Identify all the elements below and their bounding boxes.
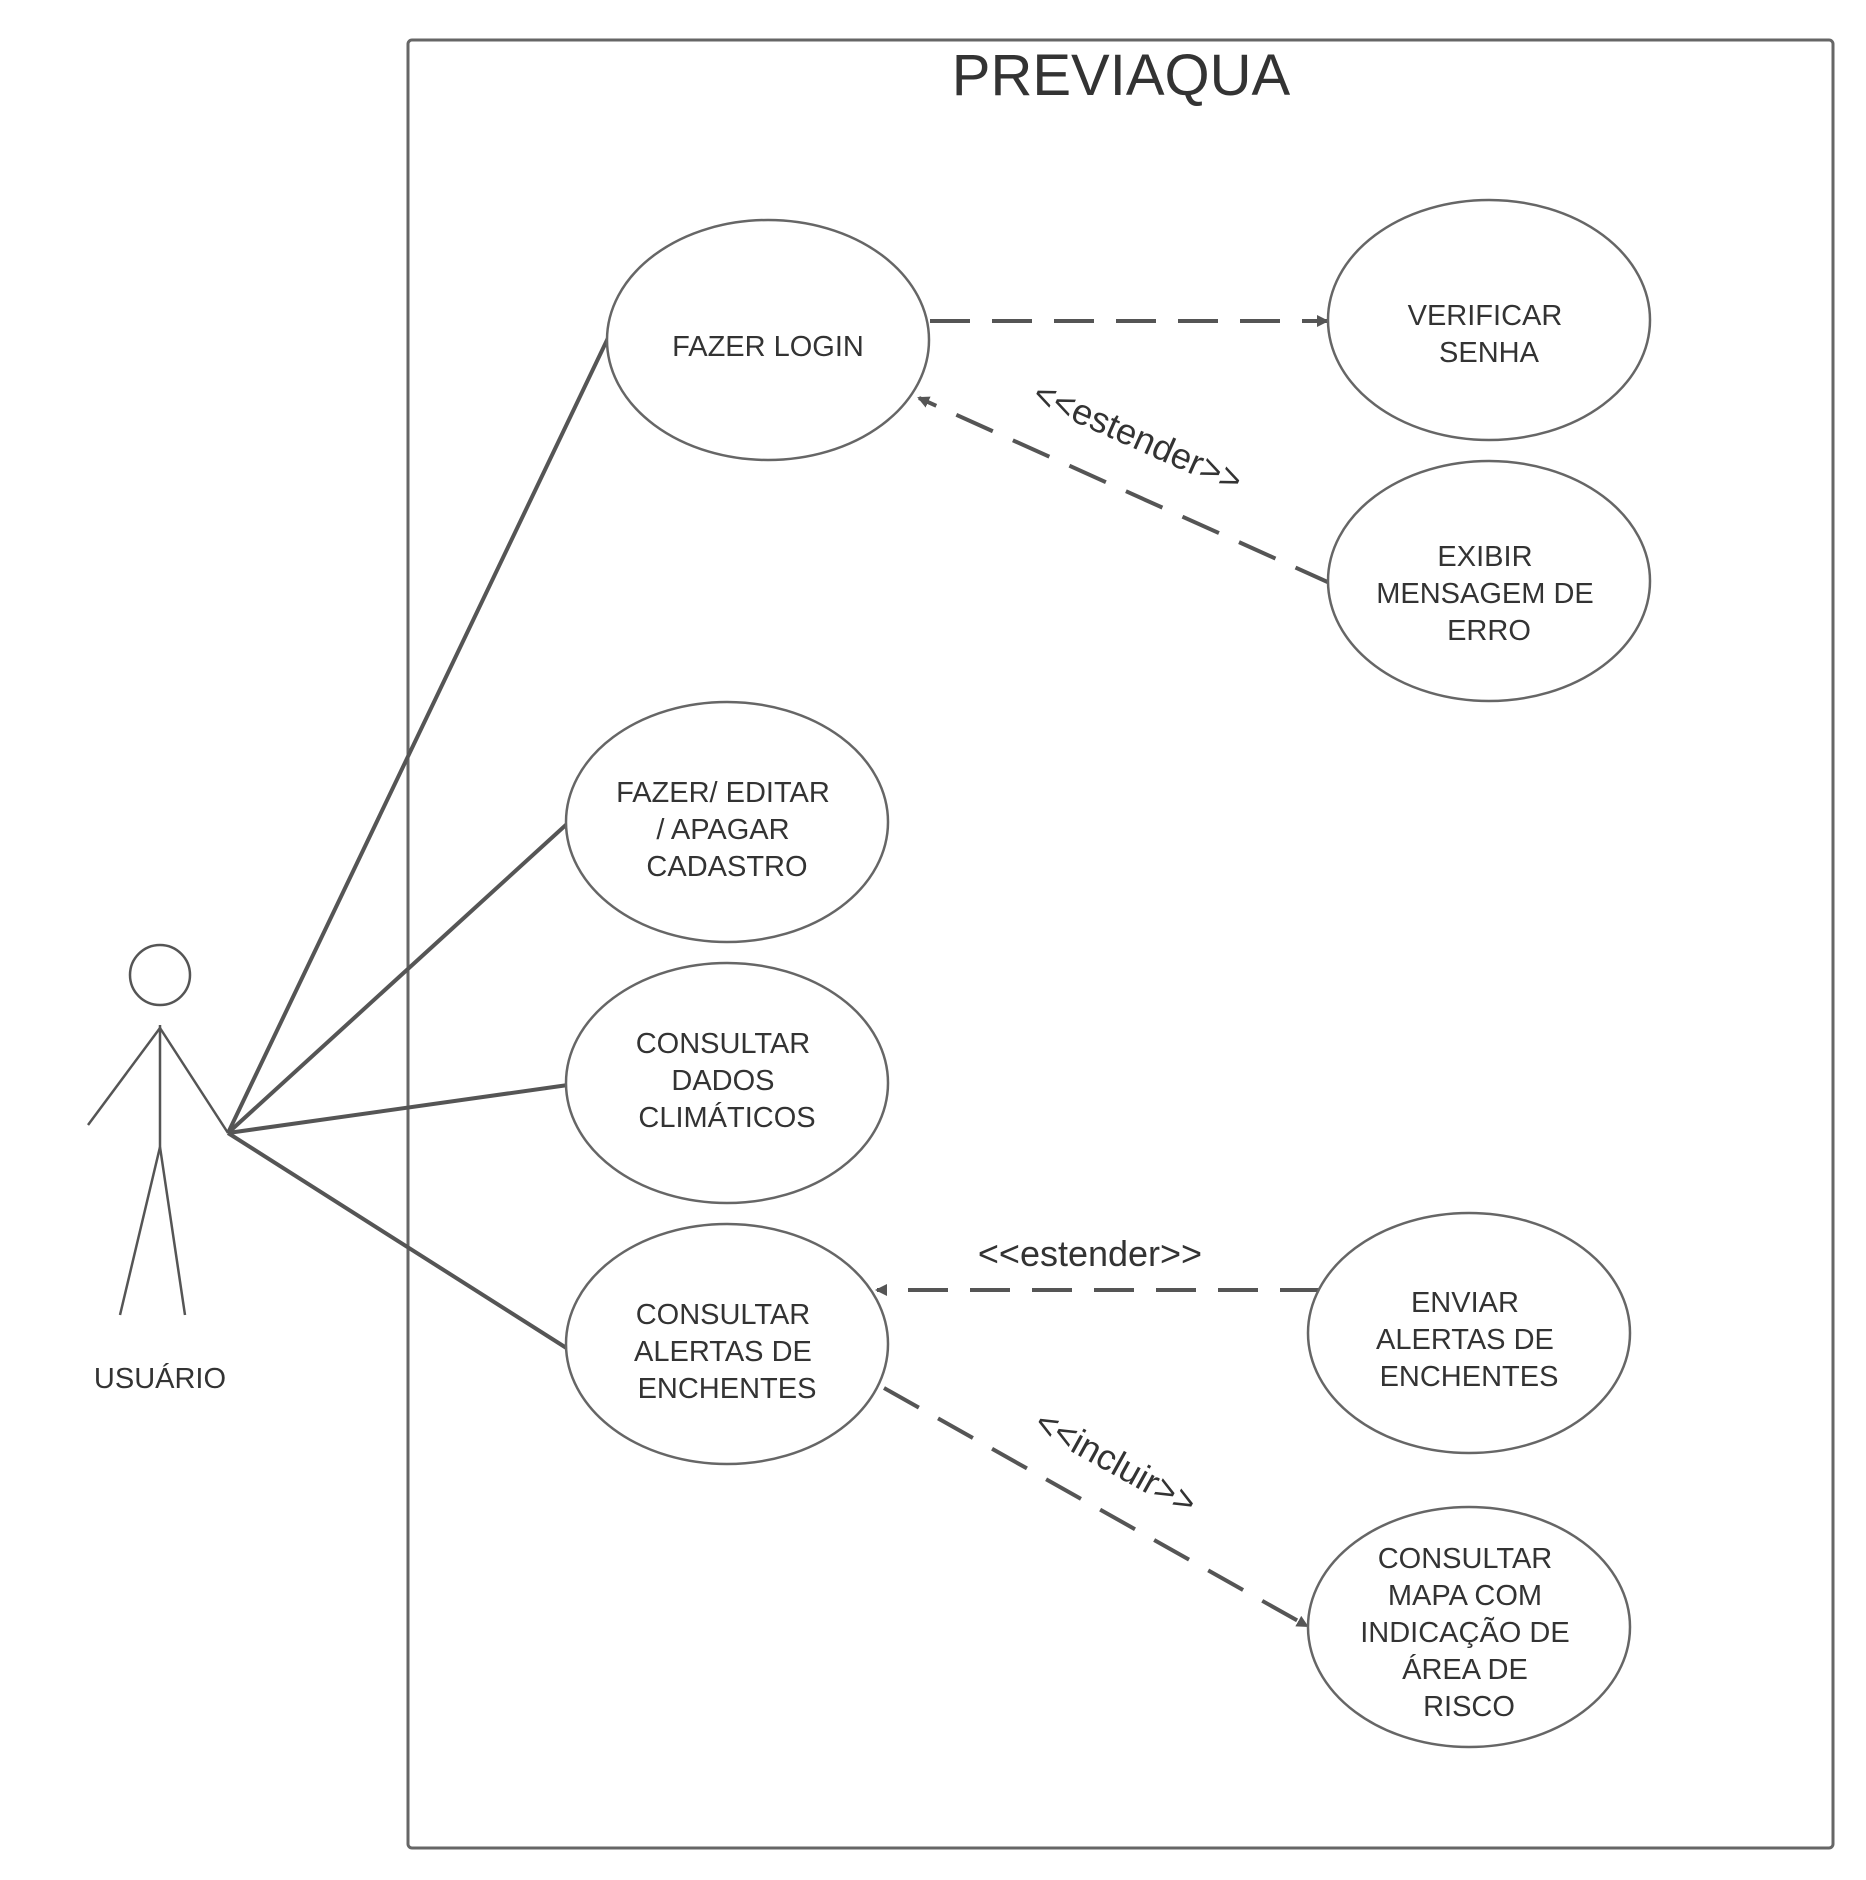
use-case-alertas-line: ENCHENTES (638, 1373, 817, 1405)
use-case-mapa-risco-line: INDICAÇÃO DE (1360, 1615, 1569, 1649)
use-case-verificar-senha-line: VERIFICAR (1408, 300, 1563, 332)
use-case-verificar-senha (1326, 198, 1652, 442)
use-case-enviar-alertas-line: ENCHENTES (1380, 1361, 1559, 1393)
actor-right-leg (158, 1146, 187, 1316)
use-case-cadastro-line: CADASTRO (646, 851, 807, 883)
relation-label-estender-erro: <<estender>> (1027, 372, 1248, 501)
use-case-mapa-risco-line: ÁREA DE (1402, 1653, 1528, 1686)
actor-usuario (86, 943, 230, 1316)
use-case-fazer-login-label: FAZER LOGIN (672, 331, 864, 363)
dependency-alertas-mapa (883, 1386, 1309, 1628)
dependency-erro-login (917, 396, 1333, 586)
system-title: PREVIAQUA (952, 43, 1291, 108)
use-case-mapa-risco-line: RISCO (1423, 1691, 1515, 1723)
use-case-fazer-login-line: FAZER LOGIN (672, 331, 864, 363)
relation-label-incluir: <<incluir>> (1028, 1401, 1204, 1523)
use-case-dados-climaticos (564, 961, 890, 1205)
use-case-cadastro-line: FAZER/ EDITAR (616, 777, 830, 809)
association-dados-climaticos (227, 1083, 569, 1135)
association-cadastro (226, 821, 570, 1135)
actor-left-arm (86, 1027, 162, 1126)
use-case-dados-climaticos-line: CLIMÁTICOS (638, 1101, 815, 1134)
use-case-alertas-line: CONSULTAR (636, 1299, 811, 1331)
use-case-mapa-risco-line: MAPA COM (1388, 1580, 1542, 1612)
use-case-alertas-label: CONSULTAR ALERTAS DE ENCHENTES (634, 1299, 820, 1405)
use-case-exibir-erro (1326, 459, 1652, 703)
association-alertas (226, 1131, 570, 1351)
use-case-mapa-risco-line: CONSULTAR (1378, 1543, 1553, 1575)
use-case-enviar-alertas-line: ALERTAS DE (1376, 1324, 1554, 1356)
actor-left-leg (118, 1146, 162, 1316)
use-case-mapa-risco (1306, 1505, 1632, 1749)
system-boundary (406, 38, 1835, 1850)
use-case-verificar-senha-line: SENHA (1439, 337, 1540, 369)
use-case-enviar-alertas-label: ENVIAR ALERTAS DE ENCHENTES (1376, 1287, 1562, 1393)
use-case-alertas (564, 1222, 890, 1466)
association-login (226, 337, 610, 1134)
use-case-exibir-erro-line: ERRO (1447, 615, 1531, 647)
use-case-dados-climaticos-line: CONSULTAR (636, 1028, 811, 1060)
use-case-exibir-erro-line: EXIBIR (1437, 541, 1532, 573)
use-case-alertas-line: ALERTAS DE (634, 1336, 812, 1368)
associations (226, 337, 610, 1351)
use-case-fazer-login (605, 218, 931, 462)
use-case-cadastro-label: FAZER/ EDITAR / APAGAR CADASTRO (616, 777, 838, 883)
use-case-verificar-senha-label: VERIFICAR SENHA (1408, 300, 1571, 369)
use-case-dados-climaticos-line: DADOS (671, 1065, 774, 1097)
use-case-enviar-alertas-line: ENVIAR (1411, 1287, 1519, 1319)
actor-right-arm (158, 1027, 230, 1134)
use-case-cadastro (564, 700, 890, 944)
use-case-exibir-erro-line: MENSAGEM DE (1376, 578, 1594, 610)
use-case-enviar-alertas (1306, 1211, 1632, 1455)
actor-label: USUÁRIO (94, 1362, 226, 1395)
use-case-mapa-risco-label: CONSULTAR MAPA COM INDICAÇÃO DE ÁREA DE … (1360, 1543, 1578, 1723)
use-case-cadastro-line: / APAGAR (656, 814, 789, 846)
use-case-exibir-erro-label: EXIBIR MENSAGEM DE ERRO (1376, 541, 1602, 647)
actor-head (128, 943, 192, 1007)
relation-label-estender-alertas: <<estender>> (978, 1233, 1202, 1274)
use-case-dados-climaticos-label: CONSULTAR DADOS CLIMÁTICOS (636, 1028, 819, 1134)
